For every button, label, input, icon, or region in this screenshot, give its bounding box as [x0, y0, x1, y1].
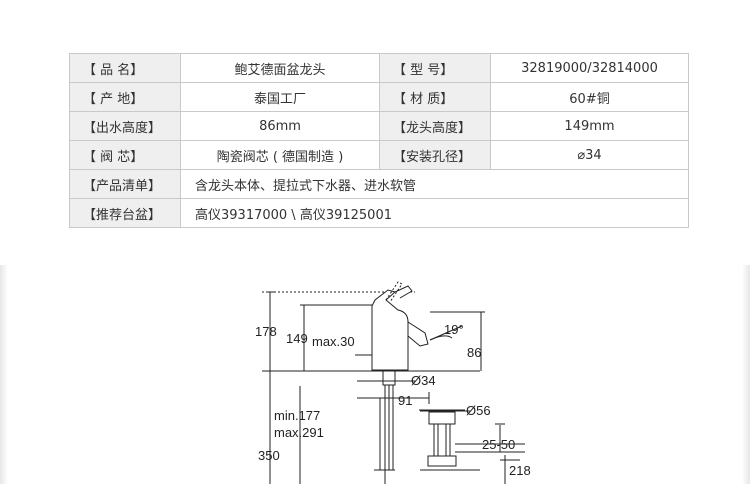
- dim-91: 91: [398, 393, 412, 408]
- value-recommended-basin: 高仪39317000 \ 高仪39125001: [180, 198, 689, 228]
- dim-max291: max.291: [274, 425, 324, 440]
- dim-56: Ø56: [466, 403, 491, 418]
- label-cartridge: 【 阀 芯】: [69, 140, 181, 170]
- dim-34: Ø34: [411, 373, 436, 388]
- dim-min177: min.177: [274, 408, 320, 423]
- label-hole-diameter: 【安装孔径】: [379, 140, 491, 170]
- dim-25-50: 25-50: [482, 437, 515, 452]
- dim-350: 350: [258, 448, 280, 463]
- label-faucet-height: 【龙头高度】: [379, 111, 491, 141]
- label-recommended-basin: 【推荐台盆】: [69, 198, 181, 228]
- spec-row-cartridge: 【 阀 芯】 陶瓷阀芯 ( 德国制造 ) 【安装孔径】 ⌀34: [69, 140, 689, 170]
- dim-angle: 19°: [444, 322, 464, 337]
- value-material: 60#铜: [490, 82, 689, 112]
- dim-178: 178: [255, 324, 277, 339]
- spec-row-origin: 【 产 地】 泰国工厂 【 材 质】 60#铜: [69, 82, 689, 112]
- spec-row-heights: 【出水高度】 86mm 【龙头高度】 149mm: [69, 111, 689, 141]
- dim-max30: max.30: [312, 334, 355, 349]
- drawing-panel: [0, 265, 750, 484]
- spec-row-package: 【产品清单】 含龙头本体、提拉式下水器、进水软管: [69, 169, 689, 199]
- value-hole-diameter: ⌀34: [490, 140, 689, 170]
- value-outlet-height: 86mm: [180, 111, 380, 141]
- dim-86: 86: [467, 345, 481, 360]
- label-outlet-height: 【出水高度】: [69, 111, 181, 141]
- spec-table: 【 品 名】 鲍艾德面盆龙头 【 型 号】 32819000/32814000 …: [69, 53, 689, 228]
- value-package-contents: 含龙头本体、提拉式下水器、进水软管: [180, 169, 689, 199]
- spec-row-basin: 【推荐台盆】 高仪39317000 \ 高仪39125001: [69, 198, 689, 228]
- dim-149: 149: [286, 331, 308, 346]
- spec-row-name: 【 品 名】 鲍艾德面盆龙头 【 型 号】 32819000/32814000: [69, 53, 689, 83]
- label-material: 【 材 质】: [379, 82, 491, 112]
- label-origin: 【 产 地】: [69, 82, 181, 112]
- value-cartridge: 陶瓷阀芯 ( 德国制造 ): [180, 140, 380, 170]
- label-product-name: 【 品 名】: [69, 53, 181, 83]
- value-origin: 泰国工厂: [180, 82, 380, 112]
- dim-218: 218: [509, 463, 531, 478]
- value-model: 32819000/32814000: [490, 53, 689, 83]
